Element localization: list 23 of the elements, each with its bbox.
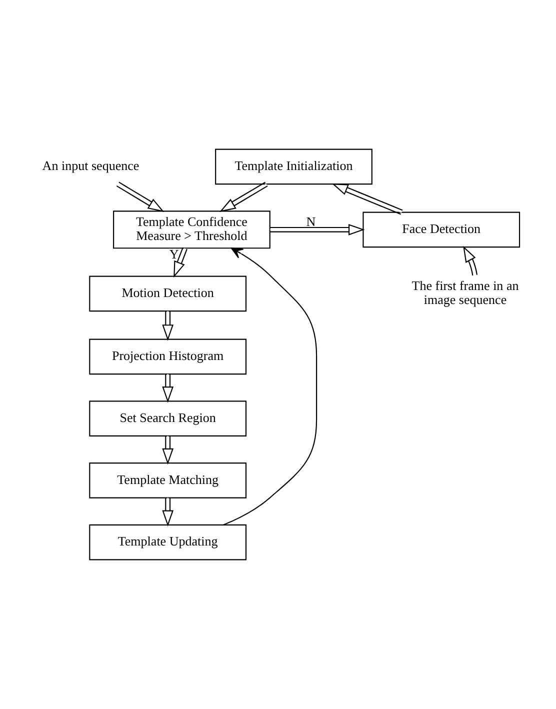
edge-label: N [306, 214, 316, 229]
node-box: Template Updating [89, 524, 247, 560]
arrow [223, 248, 318, 526]
edge-label: Y [169, 246, 179, 262]
node-text: The first frame in an image sequence [412, 278, 519, 308]
arrow [116, 182, 164, 212]
arrow [162, 436, 174, 465]
node-box: Projection Histogram [89, 338, 247, 375]
arrow [332, 183, 403, 215]
node-box: Template Confidence Measure > Threshold [113, 210, 270, 249]
node-box: Motion Detection [89, 276, 247, 312]
arrow [162, 374, 174, 403]
node-box: Template Matching [89, 462, 247, 498]
arrow [220, 182, 268, 212]
arrow [270, 224, 365, 236]
node-box: Set Search Region [89, 400, 247, 436]
arrow [463, 246, 478, 276]
node-box: Template Initialization [215, 148, 372, 185]
arrow [174, 247, 188, 278]
arrow [162, 498, 174, 527]
arrow [162, 311, 174, 341]
node-text: An input sequence [42, 158, 140, 174]
node-box: Face Detection [362, 212, 520, 248]
